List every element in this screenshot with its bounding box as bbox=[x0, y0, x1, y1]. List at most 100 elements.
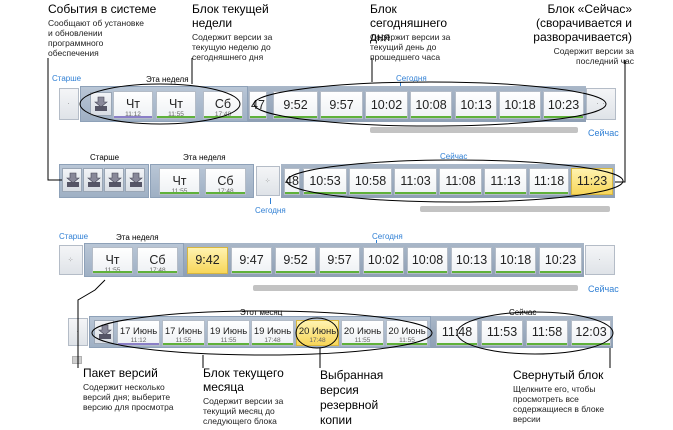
version-tile[interactable]: 10:18 bbox=[495, 247, 536, 274]
older-collapsed-block-1[interactable]: · bbox=[59, 88, 79, 120]
version-bar bbox=[321, 116, 362, 118]
version-tile[interactable]: Чт 11:12 bbox=[113, 91, 153, 119]
event-box-2[interactable] bbox=[83, 168, 103, 192]
version-tile[interactable]: Чт 11:55 bbox=[156, 91, 196, 119]
tile-day: Чт bbox=[168, 97, 184, 111]
version-tile[interactable]: Сб 17:48 bbox=[203, 91, 243, 119]
now-collapsed-block-1[interactable]: · · bbox=[586, 88, 616, 120]
version-tile[interactable]: 12:03 bbox=[571, 320, 611, 346]
version-tile[interactable]: 10:13 bbox=[451, 247, 492, 274]
version-bar bbox=[208, 343, 249, 345]
version-bar bbox=[163, 343, 204, 345]
version-bar bbox=[496, 271, 535, 273]
today-label-2[interactable]: Сегодня bbox=[255, 206, 286, 215]
event-box-1[interactable] bbox=[62, 168, 82, 192]
tile-time: 17:48 bbox=[214, 111, 232, 118]
event-box-1[interactable] bbox=[94, 320, 114, 344]
month-annotation-title: Блок текущего месяца bbox=[203, 366, 284, 394]
today-collapsed-block-2[interactable]: ⁘ bbox=[256, 166, 280, 196]
tile-date: 17 Июнь bbox=[119, 326, 158, 337]
scroll-thumb[interactable] bbox=[72, 356, 82, 364]
today-label-1[interactable]: Сегодня bbox=[396, 74, 427, 83]
week-annotation-desc: Содержит версии за текущую неделю до сег… bbox=[192, 32, 273, 62]
tile-time: 11:55 bbox=[93, 267, 132, 275]
install-event-icon bbox=[98, 324, 112, 339]
event-box-4[interactable] bbox=[125, 168, 145, 192]
version-tile[interactable]: 10:13 bbox=[455, 91, 497, 119]
tile-day: Сб bbox=[214, 97, 232, 111]
older-label-1[interactable]: Старше bbox=[52, 74, 82, 83]
version-tile[interactable]: 11:13 bbox=[484, 168, 527, 195]
version-tile[interactable]: 9:52 bbox=[273, 91, 318, 119]
version-tile[interactable]: Сб 17:48 bbox=[137, 247, 178, 274]
version-tile[interactable]: 10:02 bbox=[363, 247, 404, 274]
version-tile[interactable]: 11:03 bbox=[394, 168, 437, 195]
install-event-icon bbox=[87, 172, 101, 187]
version-tile[interactable]: 10:02 bbox=[365, 91, 408, 119]
package-annotation-title: Пакет версий bbox=[83, 366, 158, 380]
older-collapsed-block-3[interactable]: ⁘ bbox=[59, 245, 83, 275]
tile-time: 17:48 bbox=[264, 337, 281, 344]
version-bar bbox=[411, 116, 451, 118]
version-bar bbox=[114, 116, 152, 118]
now-label-3[interactable]: Сейчас bbox=[588, 284, 619, 294]
version-bar bbox=[482, 343, 522, 345]
version-tile[interactable]: Чт 11:55 bbox=[92, 247, 133, 274]
tile-time: 10:53 bbox=[309, 174, 341, 188]
today-annotation-desc: Содержит версии за текущий день до проше… bbox=[370, 32, 451, 62]
version-tile[interactable]: 11:08 bbox=[439, 168, 482, 195]
timeline-scrollbar-1[interactable] bbox=[370, 127, 578, 133]
version-tile[interactable]: Сб 17:48 bbox=[205, 168, 246, 195]
version-tile[interactable]: 10:08 bbox=[407, 247, 448, 274]
version-tile[interactable]: 10:23 bbox=[539, 247, 582, 274]
now-collapsed-block-3[interactable]: · bbox=[585, 245, 615, 275]
event-box-3[interactable] bbox=[104, 168, 124, 192]
timeline-scrollbar-2[interactable] bbox=[420, 206, 610, 212]
now-label-2[interactable]: Сейчас bbox=[440, 152, 468, 161]
tile-day: Сб bbox=[217, 174, 234, 188]
timeline-scrollbar-3[interactable] bbox=[253, 285, 578, 291]
version-tile[interactable]: 9:57 bbox=[320, 91, 363, 119]
older-label-3[interactable]: Старше bbox=[59, 232, 89, 241]
version-tile[interactable]: 11:58 bbox=[526, 320, 568, 346]
tile-time: 11:13 bbox=[490, 174, 521, 188]
event-box-1[interactable] bbox=[90, 92, 112, 116]
install-event-icon bbox=[66, 172, 80, 187]
selected-version-tile[interactable]: 9:42 bbox=[187, 247, 228, 274]
package-annotation-desc: Содержит несколько версий дня; выберите … bbox=[83, 382, 174, 412]
version-tile[interactable]: 10:18 bbox=[499, 91, 541, 119]
install-event-icon bbox=[108, 172, 122, 187]
version-tile[interactable]: 9:52 bbox=[275, 247, 316, 274]
version-bar bbox=[408, 271, 447, 273]
today-annotation-title: Блок сегодняшнего дня bbox=[370, 2, 448, 44]
tile-time: 10:18 bbox=[504, 98, 536, 112]
tile-time: 17:48 bbox=[206, 188, 245, 196]
tile-time: 11:18 bbox=[533, 174, 565, 188]
version-tile[interactable]: 10:58 bbox=[349, 168, 392, 195]
version-tile[interactable]: 10:23 bbox=[543, 91, 584, 119]
today-label-3[interactable]: Сегодня bbox=[372, 232, 403, 241]
today-marker-2 bbox=[270, 198, 271, 204]
version-tile[interactable]: 9:47 bbox=[231, 247, 272, 274]
collapsed-target-ellipse bbox=[456, 311, 614, 355]
version-tile[interactable]: 10:08 bbox=[410, 91, 452, 119]
tile-time: 9:47 bbox=[239, 253, 264, 267]
tile-day: Чт bbox=[125, 97, 141, 111]
version-bar bbox=[366, 116, 407, 118]
now-label-1[interactable]: Сейчас bbox=[588, 128, 619, 138]
version-bar bbox=[440, 192, 481, 194]
version-tile[interactable]: 11:18 bbox=[529, 168, 569, 195]
version-tile[interactable]: 10:53 bbox=[303, 168, 347, 195]
version-tile[interactable]: 9:57 bbox=[319, 247, 360, 274]
version-tile[interactable]: Чт 11:55 bbox=[159, 168, 200, 195]
version-bar bbox=[285, 192, 299, 194]
now-annotation-desc: Содержит версии за последний час bbox=[553, 46, 634, 66]
version-tile[interactable]: 11:53 bbox=[481, 320, 523, 346]
